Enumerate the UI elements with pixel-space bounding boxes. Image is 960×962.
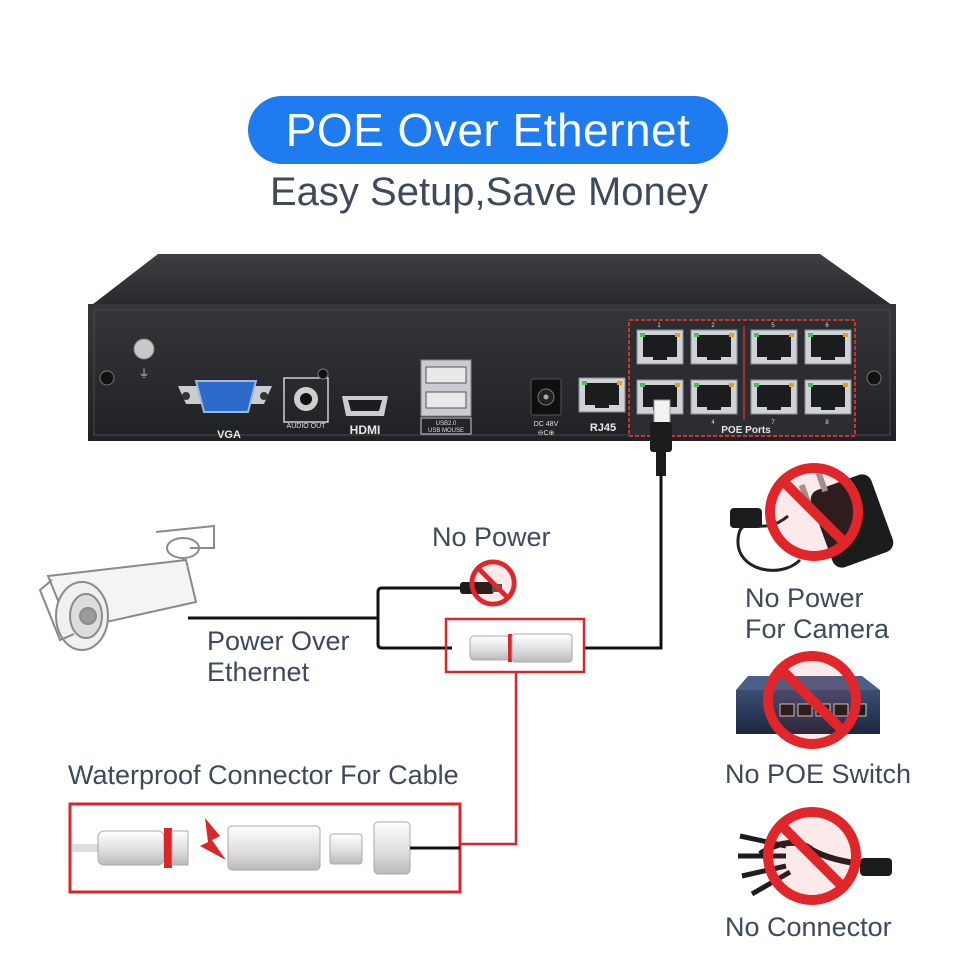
page-title: POE Over Ethernet [285, 104, 691, 156]
vga-port: VGA [178, 380, 272, 441]
poe-cable-label-line1: Power Over [207, 626, 350, 656]
ground-icon: ⏚ [139, 367, 150, 380]
prohibited-icon [768, 812, 856, 900]
no-power-camera-label: No Power For Camera [745, 583, 889, 645]
usb-label-2: USB MOUSE [428, 428, 464, 434]
audio-out-port: AUDIO OUT [283, 368, 329, 430]
prohibited-icon [768, 656, 856, 744]
no-poe-switch-label: No POE Switch [725, 759, 912, 789]
title-banner: POE Over Ethernet [248, 96, 728, 164]
usb-ports: USB2.0 USB MOUSE [420, 359, 472, 435]
dc-plug [460, 562, 514, 604]
no-power-camera-line1: No Power [745, 583, 864, 613]
connect-arrow-icon [200, 818, 226, 860]
port-number: 2 [711, 323, 715, 329]
waterproof-connector-label: Waterproof Connector For Cable [68, 760, 459, 790]
usb-label-1: USB2.0 [436, 421, 457, 427]
data-branch-cable [376, 618, 452, 650]
poe-cable-label: Power Over Ethernet [207, 626, 350, 688]
hdmi-port: HDMI [342, 396, 388, 437]
port-number: 1 [657, 323, 661, 329]
dc-label-2: ⊖C⊕ [538, 430, 555, 437]
prohibited-icon [472, 562, 514, 604]
port-number: 6 [825, 323, 829, 329]
ground-screw-icon [133, 338, 155, 360]
port-number: 4 [711, 420, 715, 426]
dc-power-port: DC 48V ⊖C⊕ [530, 378, 562, 437]
splitter-cable-icon [738, 812, 892, 900]
dc-label-1: DC 48V [534, 421, 559, 428]
no-power-camera-line2: For Camera [745, 614, 890, 644]
network-cable [584, 474, 663, 650]
waterproof-connector-box [68, 802, 462, 894]
power-adapter-icon [730, 468, 894, 572]
no-connector-label: No Connector [725, 912, 892, 942]
poe-cable-label-line2: Ethernet [207, 657, 310, 687]
leader-line [460, 672, 518, 846]
no-power-label: No Power [432, 522, 551, 552]
screw-icon [99, 370, 115, 386]
power-branch-cable [376, 586, 460, 618]
bullet-camera-icon [38, 524, 215, 651]
vga-label: VGA [217, 429, 241, 441]
audio-out-label: AUDIO OUT [287, 423, 327, 430]
screw-icon [866, 370, 882, 386]
poe-connector [444, 617, 586, 674]
ethernet-plug [650, 399, 672, 476]
nvr-device: ⏚ VGA AUDIO OUT HDMI USB2.0 [88, 254, 896, 441]
page-subtitle: Easy Setup,Save Money [269, 170, 709, 214]
network-switch-icon [736, 656, 880, 744]
rj45-label: RJ45 [590, 422, 616, 434]
port-number: 8 [825, 420, 829, 426]
hdmi-label: HDMI [350, 423, 381, 437]
port-number: 7 [771, 420, 775, 426]
rj45-port: RJ45 [578, 377, 626, 434]
poe-ports-label: POE Ports [721, 425, 771, 436]
prohibited-icon [770, 468, 858, 556]
port-number: 5 [771, 323, 775, 329]
nvr-top [88, 254, 896, 308]
